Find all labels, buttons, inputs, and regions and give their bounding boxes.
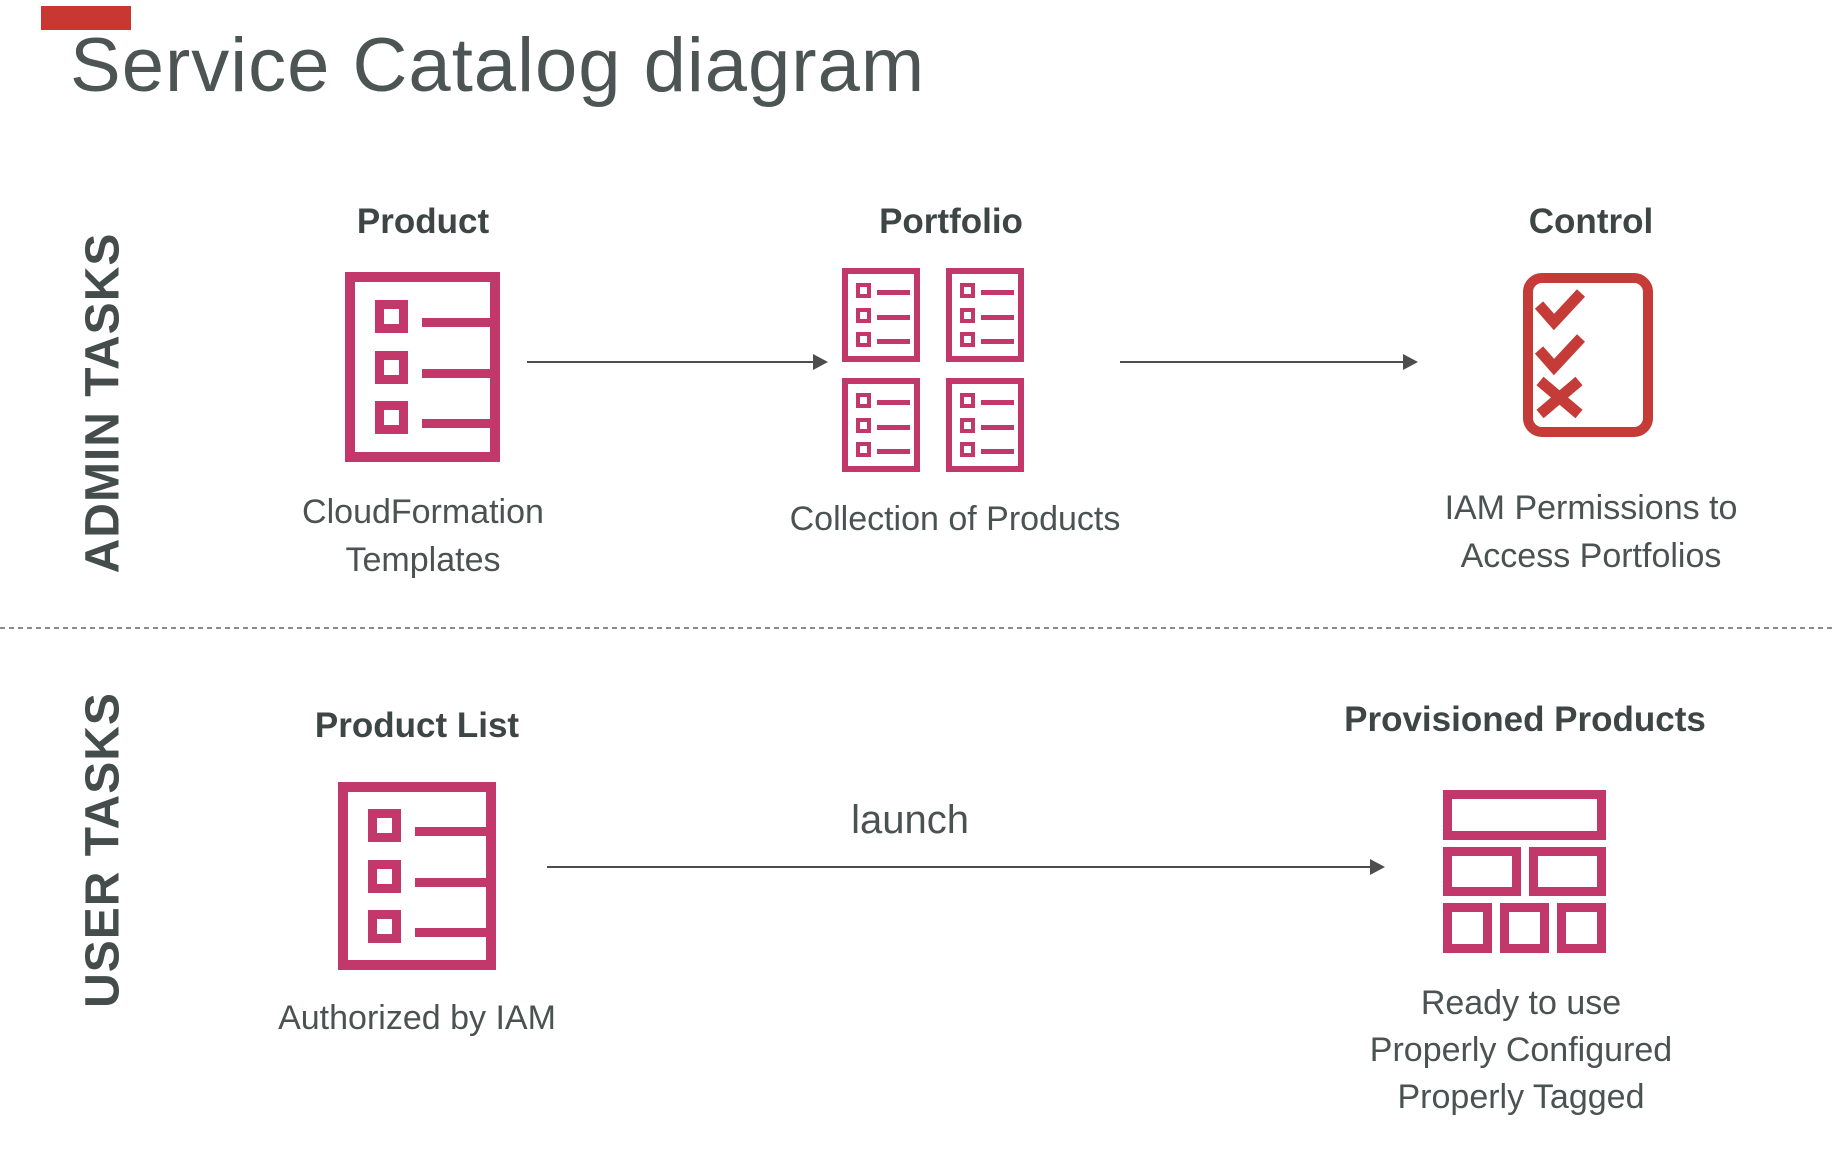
arrow-product-to-portfolio: [527, 361, 815, 363]
portfolio-caption: Collection of Products: [789, 500, 1121, 538]
portfolio-heading: Portfolio: [879, 202, 1023, 241]
provisioned-products-heading: Provisioned Products: [1344, 700, 1706, 739]
control-heading: Control: [1528, 202, 1654, 241]
provisioned-products-icon: [1443, 790, 1606, 954]
product-list-document-icon: [338, 782, 496, 970]
row-divider: [0, 627, 1832, 629]
product-list-document-icon: [345, 272, 500, 462]
arrowhead-product-to-portfolio: [813, 354, 828, 370]
product-caption: CloudFormation Templates: [302, 493, 544, 579]
mini-list-icon: [842, 268, 920, 362]
user-tasks-row-label: USER TASKS: [76, 692, 130, 1008]
product-heading: Product: [356, 202, 490, 241]
control-checklist-icon: [1523, 273, 1653, 437]
portfolio-collection-icon: [842, 268, 1024, 472]
arrow-portfolio-to-control: [1120, 361, 1404, 363]
product-list-heading: Product List: [314, 706, 520, 745]
admin-tasks-row-label: ADMIN TASKS: [76, 232, 130, 574]
mini-list-icon: [946, 268, 1024, 362]
arrowhead-launch: [1370, 859, 1385, 875]
arrow-launch: [547, 866, 1371, 868]
control-caption: IAM Permissions to Access Portfolios: [1444, 489, 1738, 575]
page-title: Service Catalog diagram: [70, 23, 926, 108]
mini-list-icon: [842, 378, 920, 472]
mini-list-icon: [946, 378, 1024, 472]
product-list-caption: Authorized by IAM: [278, 999, 556, 1037]
arrowhead-portfolio-to-control: [1403, 354, 1418, 370]
launch-arrow-label: launch: [851, 798, 969, 842]
provisioned-products-caption: Ready to use Properly Configured Properl…: [1369, 984, 1673, 1116]
slide-accent-bar: [41, 6, 131, 30]
